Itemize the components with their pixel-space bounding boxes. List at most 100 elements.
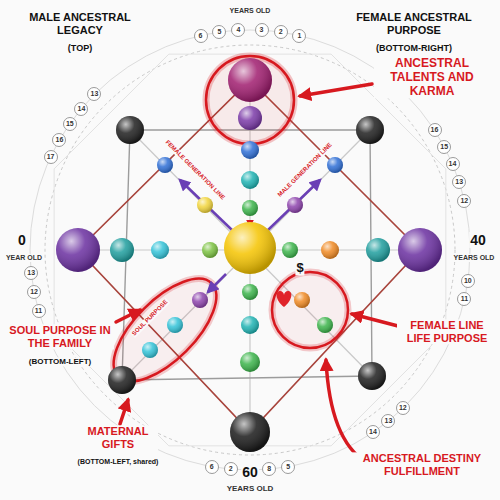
age-number: 14 [446, 157, 460, 171]
sphere [142, 342, 158, 358]
sphere [242, 284, 258, 300]
callout-text: SOUL PURPOSE IN THE FAMILY [6, 324, 114, 349]
callout-text: ANCESTRAL DESTINY FULFILLMENT [347, 452, 497, 477]
age-number: 3 [255, 23, 269, 37]
sphere [282, 242, 298, 258]
axis-value: 40 [469, 232, 487, 248]
sphere [151, 241, 169, 259]
highlight-glow [97, 262, 233, 398]
symbol-text: $ [295, 261, 304, 276]
direction-arrow [268, 180, 320, 230]
sphere-shine [327, 157, 343, 173]
age-number: 12 [457, 194, 471, 208]
age-number: 13 [452, 175, 466, 189]
sphere [197, 197, 213, 213]
highlight-glow [206, 56, 294, 144]
sphere-shine [108, 366, 136, 394]
sphere-shine [224, 222, 276, 274]
dashed-ring [45, 45, 455, 455]
age-number: 12 [396, 401, 410, 415]
age-number: 5 [212, 25, 226, 39]
age-number: 4 [231, 23, 245, 37]
heading-note: (TOP) [67, 43, 93, 53]
highlight-glow [272, 272, 348, 348]
sphere-shine [202, 242, 218, 258]
sphere-shine [366, 238, 390, 262]
sphere-shine [116, 116, 144, 144]
sphere [56, 228, 100, 272]
age-number: 6 [194, 29, 208, 43]
age-number: 14 [366, 425, 380, 439]
sphere-shine [167, 317, 183, 333]
sphere [317, 317, 333, 333]
sphere-shine [321, 241, 339, 259]
sphere [321, 241, 339, 259]
sphere-shine [241, 141, 259, 159]
callout-note: (BOTTOM-LEFT) [28, 357, 93, 366]
sphere-shine [157, 157, 173, 173]
heart-symbol [277, 291, 292, 307]
sphere [356, 116, 384, 144]
axis-label: YEARS OLD [453, 254, 496, 262]
age-number: 15 [63, 117, 77, 131]
sphere-shine [282, 242, 298, 258]
age-number: 11 [32, 304, 46, 318]
axis-label: YEAR OLD [5, 254, 43, 262]
sphere-shine [192, 292, 208, 308]
heading-note: (BOTTOM-RIGHT) [375, 43, 453, 53]
age-number: 12 [27, 285, 41, 299]
sphere-shine [142, 342, 158, 358]
sphere [240, 352, 260, 372]
sphere [192, 292, 208, 308]
octagon-outline [54, 54, 446, 446]
sphere-shine [151, 241, 169, 259]
sphere-shine [317, 317, 333, 333]
sphere-shine [230, 412, 270, 452]
age-number: 11 [457, 292, 471, 306]
axis-label: YEARS OLD [226, 484, 275, 493]
age-number: 17 [44, 150, 58, 164]
sphere-shine [240, 352, 260, 372]
sphere-shine [294, 292, 310, 308]
sphere-shine [358, 362, 386, 390]
sphere [202, 242, 218, 258]
line-label: FEMALE GENERATION LINE [163, 138, 227, 202]
direction-arrow [180, 180, 232, 230]
sphere-shine [242, 284, 258, 300]
sphere-shine [241, 171, 259, 189]
leader-arrow [326, 360, 366, 462]
sphere [242, 200, 258, 216]
highlight-circle [272, 272, 348, 348]
line-label: SOUL PURPOSE [130, 298, 170, 338]
sphere-shine [398, 228, 442, 272]
age-number: 8 [262, 462, 276, 476]
sphere [294, 292, 310, 308]
axis-label: YEARS OLD [229, 7, 272, 15]
sphere [110, 238, 134, 262]
age-number: 16 [52, 133, 66, 147]
leader-arrow [300, 84, 372, 96]
age-number: 1 [292, 29, 306, 43]
sphere [116, 116, 144, 144]
sphere [224, 222, 276, 274]
sphere [287, 197, 303, 213]
callout-text: ANCESTRAL TALENTS AND KARMA [374, 57, 490, 98]
axis-value: 0 [17, 232, 27, 248]
sphere [327, 157, 343, 173]
callout-text: FEMALE LINE LIFE PURPOSE [397, 319, 497, 344]
sphere-shine [287, 197, 303, 213]
age-number: 13 [87, 87, 101, 101]
age-number: 2 [224, 462, 238, 476]
sphere [167, 317, 183, 333]
age-number: 5 [281, 460, 295, 474]
age-number: 13 [24, 266, 38, 280]
sphere [358, 362, 386, 390]
sphere-shine [242, 200, 258, 216]
sphere [241, 316, 259, 334]
leader-arrow [352, 314, 398, 326]
sphere [241, 141, 259, 159]
line-label: MALE GENERATION LINE [276, 141, 334, 199]
age-number: 16 [428, 123, 442, 137]
sphere [230, 412, 270, 452]
